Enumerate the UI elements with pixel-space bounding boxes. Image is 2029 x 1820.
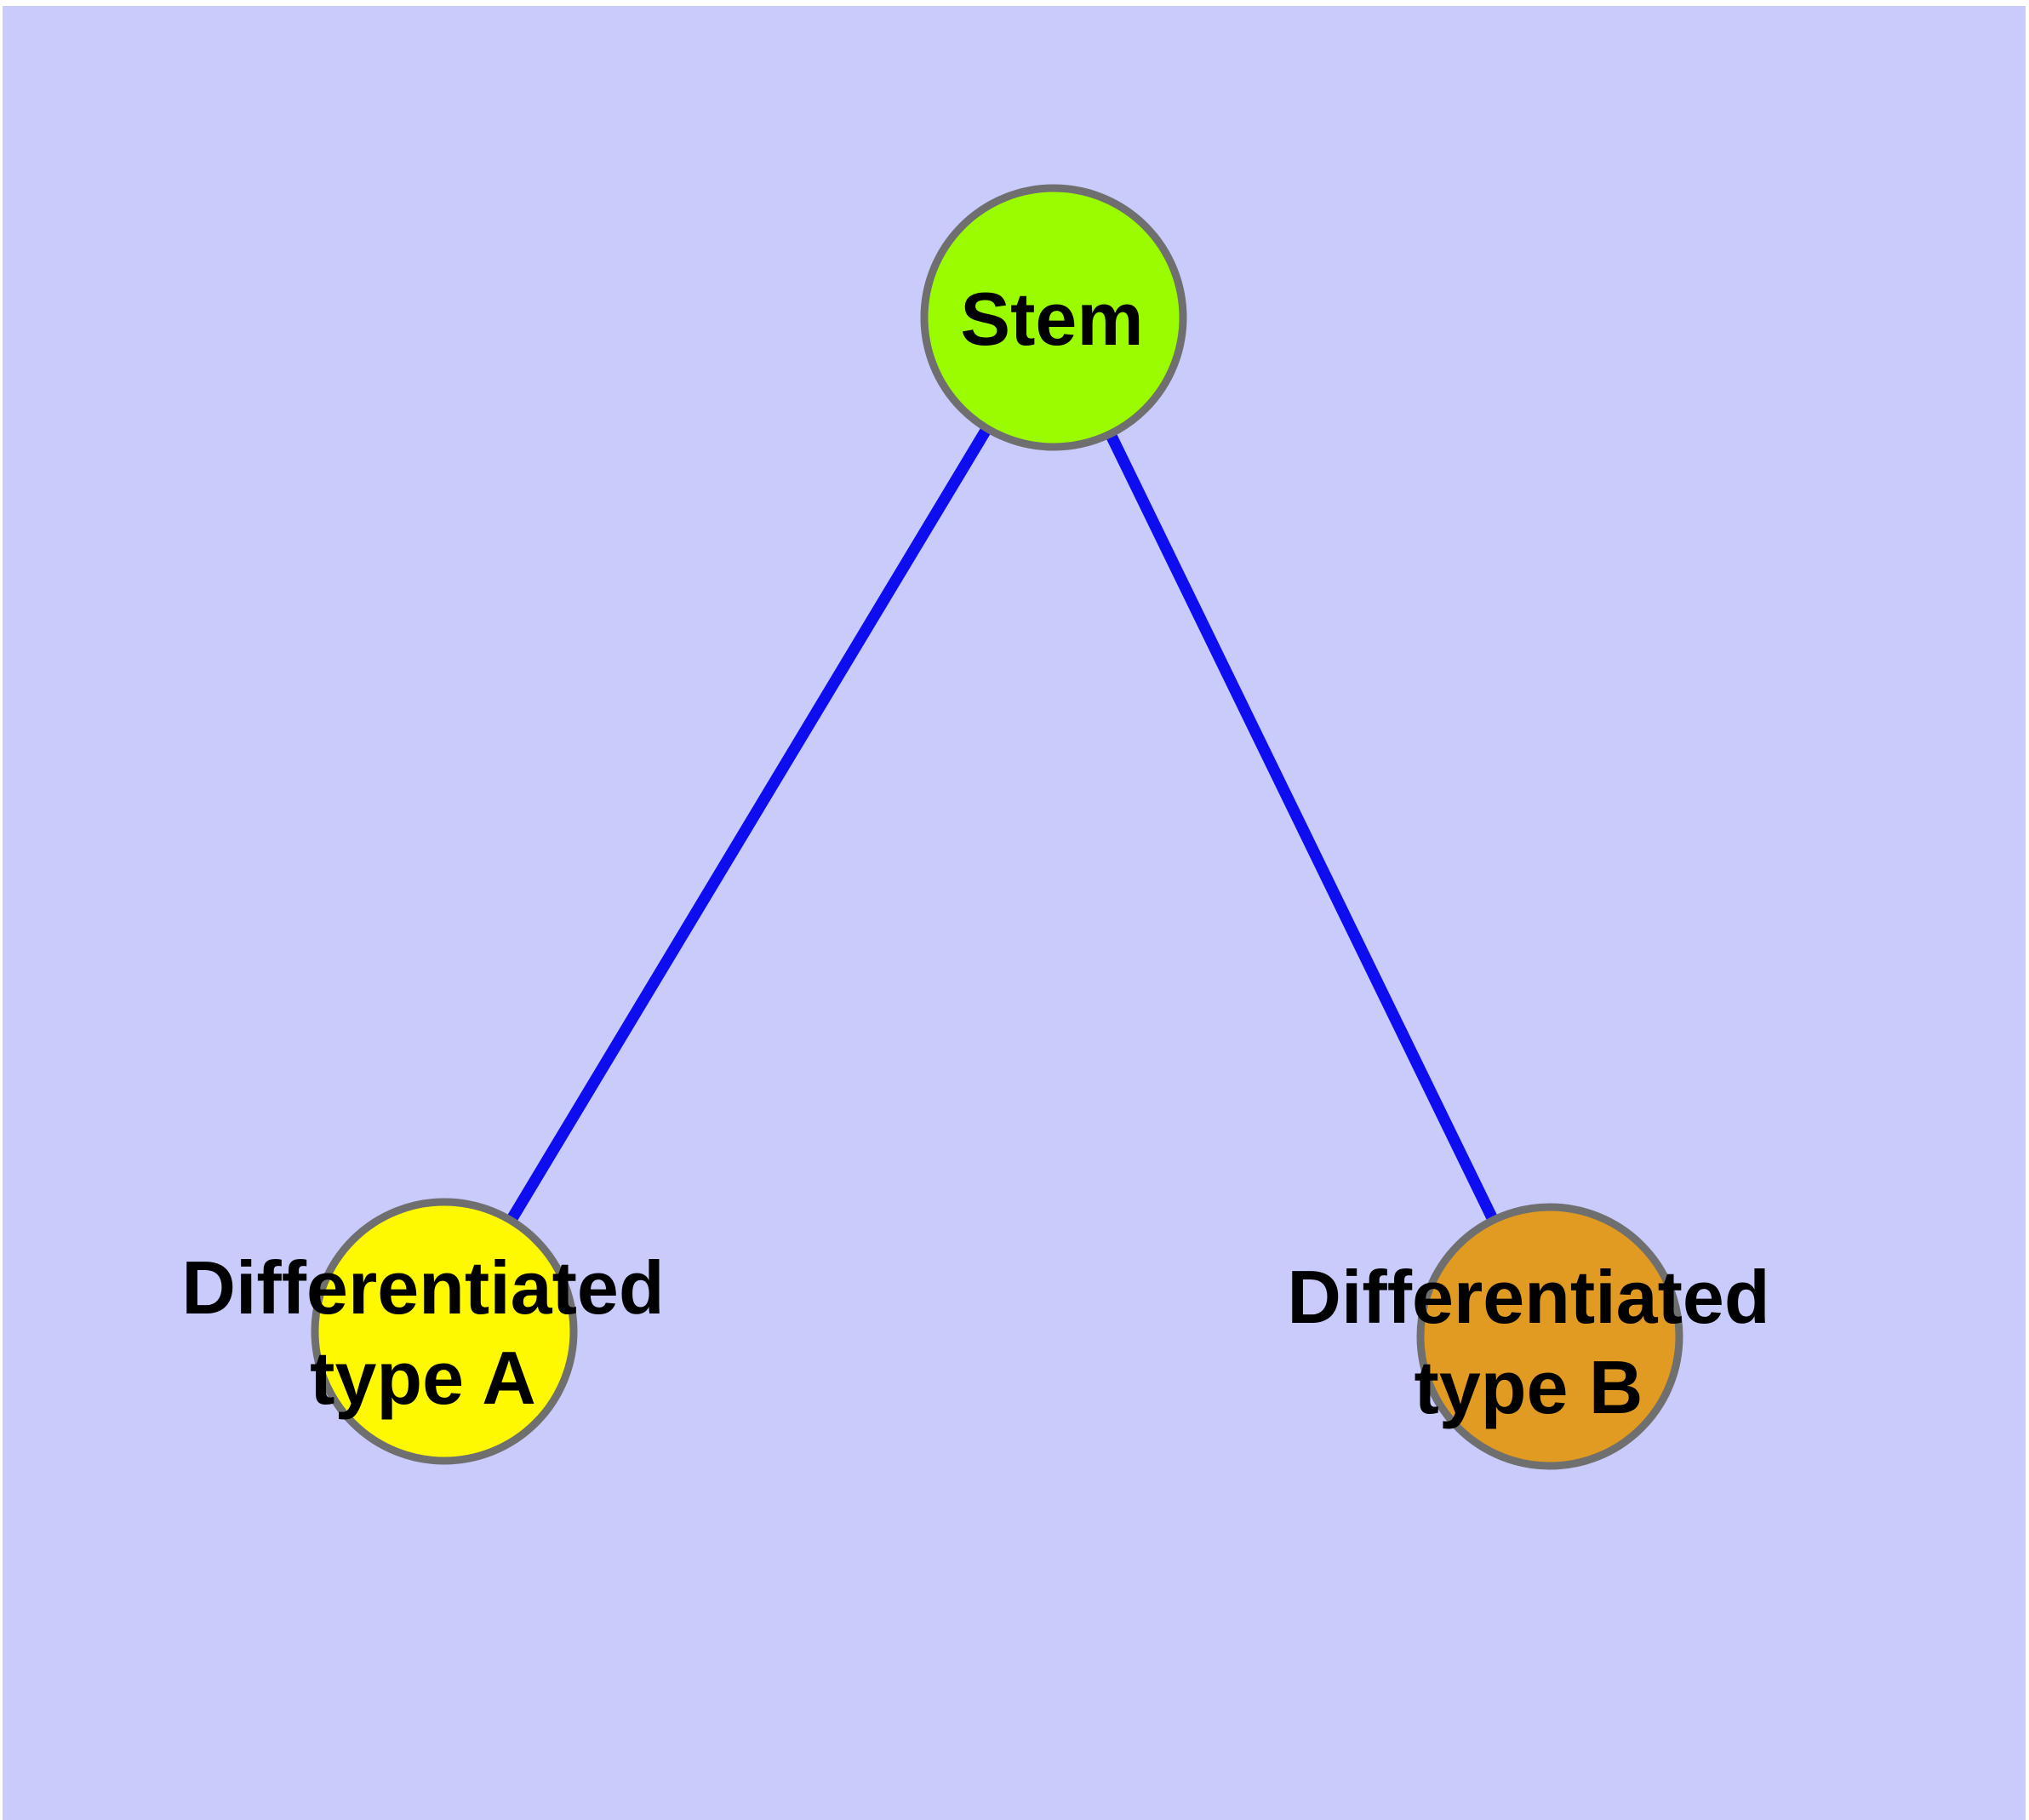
edge-stem-to-differentiated-type-a[interactable] [439, 314, 1059, 1335]
node-differentiated-type-b-circle[interactable] [1416, 1203, 1683, 1470]
node-differentiated-type-b-label[interactable]: Differentiated type B [1287, 1255, 1770, 1429]
node-stem-label[interactable]: Stem [960, 277, 1144, 361]
node-stem-circle[interactable] [920, 184, 1187, 451]
node-differentiated-type-a-circle[interactable] [311, 1198, 578, 1465]
edge-stem-to-differentiated-type-b[interactable] [1048, 315, 1556, 1339]
node-differentiated-type-a-label[interactable]: Differentiated type A [181, 1245, 665, 1420]
